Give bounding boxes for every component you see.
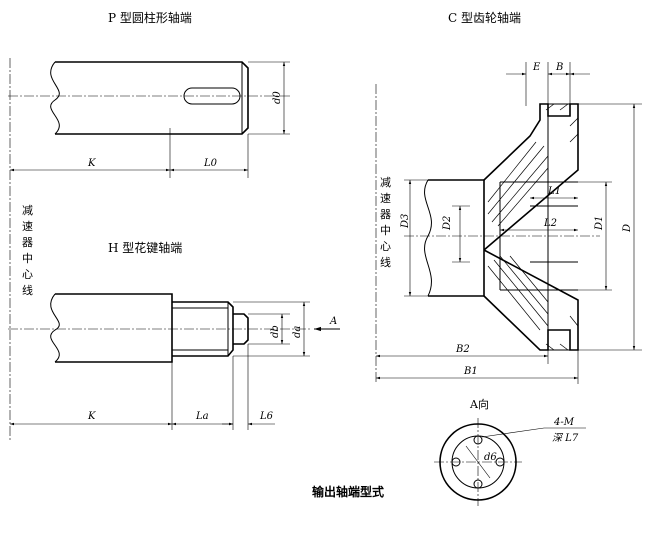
c-d-label: D	[622, 224, 633, 233]
bolt-hole-top	[473, 435, 483, 445]
h-shaft-outline	[55, 293, 173, 363]
view-a-title: A向	[469, 397, 489, 411]
hole-spec-bottom: 深 L7	[552, 432, 579, 444]
c-hatching-lower	[487, 255, 579, 351]
p-d0-label: d0	[272, 91, 283, 104]
h-break-line	[50, 293, 60, 363]
bolt-hole-left	[451, 457, 461, 467]
p-l0-label: L0	[203, 158, 218, 169]
h-da-label: da	[292, 326, 303, 338]
h-db-label: db	[270, 325, 281, 338]
hole-spec-leader	[481, 427, 586, 438]
svg-text:中: 中	[22, 252, 33, 265]
svg-text:心: 心	[22, 268, 33, 281]
svg-text:减: 减	[22, 204, 33, 217]
reducer-centerline-label-left: 减 速 器 中 心 线	[22, 204, 33, 297]
hole-spec-top: 4-M	[553, 417, 575, 428]
svg-text:器: 器	[380, 208, 391, 221]
c-hatching-upper	[487, 103, 579, 227]
c-b1-label: B1	[463, 366, 478, 377]
p-type-title: P 型圆柱形轴端	[108, 10, 192, 25]
c-gear-body-upper	[483, 103, 579, 251]
p-keyway	[183, 87, 241, 105]
svg-text:减: 减	[380, 176, 391, 189]
c-d2-label: D2	[442, 216, 453, 231]
h-k-label: K	[87, 411, 96, 422]
h-spline-section	[172, 301, 234, 357]
bolt-hole-bottom	[473, 479, 483, 489]
h-la-label: La	[195, 411, 209, 422]
p-break-line	[50, 61, 60, 135]
h-type-title: H 型花键轴端	[108, 240, 182, 255]
svg-text:线: 线	[22, 283, 33, 297]
c-b-label: B	[555, 62, 563, 73]
h-l6-label: L6	[259, 411, 274, 422]
view-a: A向 d6 4-M 深 L7	[434, 397, 586, 506]
h-type-view: H 型花键轴端 db da A K La L6	[8, 240, 340, 430]
c-d3-label: D3	[400, 214, 411, 229]
c-b2-label: B2	[455, 344, 470, 355]
svg-text:中: 中	[380, 224, 391, 237]
c-type-view: C 型齿轮轴端	[375, 10, 642, 384]
p-type-view: P 型圆柱形轴端 d0 K L0	[8, 10, 290, 440]
figure-caption: 输出轴端型式	[312, 484, 384, 499]
svg-text:器: 器	[22, 236, 33, 249]
c-type-title: C 型齿轮轴端	[448, 10, 521, 25]
reducer-centerline-label-right: 减 速 器 中 心 线	[380, 176, 391, 269]
c-l2-label: L2	[543, 218, 557, 229]
svg-text:速: 速	[380, 192, 391, 205]
bolt-hole-right	[495, 457, 505, 467]
c-e-label: E	[532, 62, 541, 73]
c-d1-label: D1	[594, 216, 605, 231]
a-d6-label: d6	[484, 452, 497, 463]
svg-text:心: 心	[380, 240, 391, 253]
p-shaft-outline	[55, 61, 249, 135]
svg-text:线: 线	[380, 255, 391, 269]
c-l1-label: L1	[547, 186, 561, 197]
c-shaft-stub	[428, 179, 485, 297]
svg-text:速: 速	[22, 220, 33, 233]
p-k-label: K	[87, 158, 96, 169]
h-a-label: A	[329, 316, 337, 327]
